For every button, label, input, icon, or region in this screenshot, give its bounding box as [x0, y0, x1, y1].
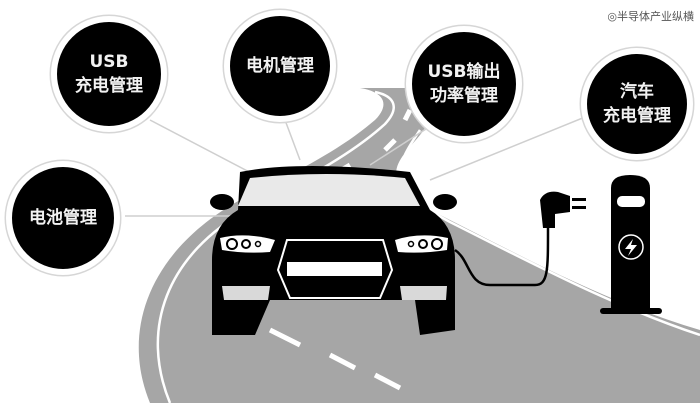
node-usb-output-power: USB输出 功率管理 [410, 30, 518, 138]
lightning-bolt-icon [618, 234, 644, 260]
plug-icon [454, 191, 586, 287]
connector-lines [125, 114, 591, 217]
node-usb-charge-label: USB 充电管理 [75, 52, 143, 96]
charging-station-icon [600, 175, 662, 314]
car-front-icon [210, 166, 457, 335]
node-vehicle-charge-label: 汽车 充电管理 [603, 82, 671, 126]
node-usb-output-power-label: USB输出 功率管理 [427, 62, 501, 106]
node-battery: 电池管理 [10, 165, 116, 271]
node-motor-label: 电机管理 [246, 56, 314, 76]
node-battery-label: 电池管理 [29, 208, 97, 228]
watermark: ◎半导体产业纵横 [607, 10, 694, 23]
node-vehicle-charge: 汽车 充电管理 [585, 52, 689, 156]
node-usb-charge: USB 充电管理 [55, 20, 163, 128]
node-motor: 电机管理 [228, 14, 332, 118]
